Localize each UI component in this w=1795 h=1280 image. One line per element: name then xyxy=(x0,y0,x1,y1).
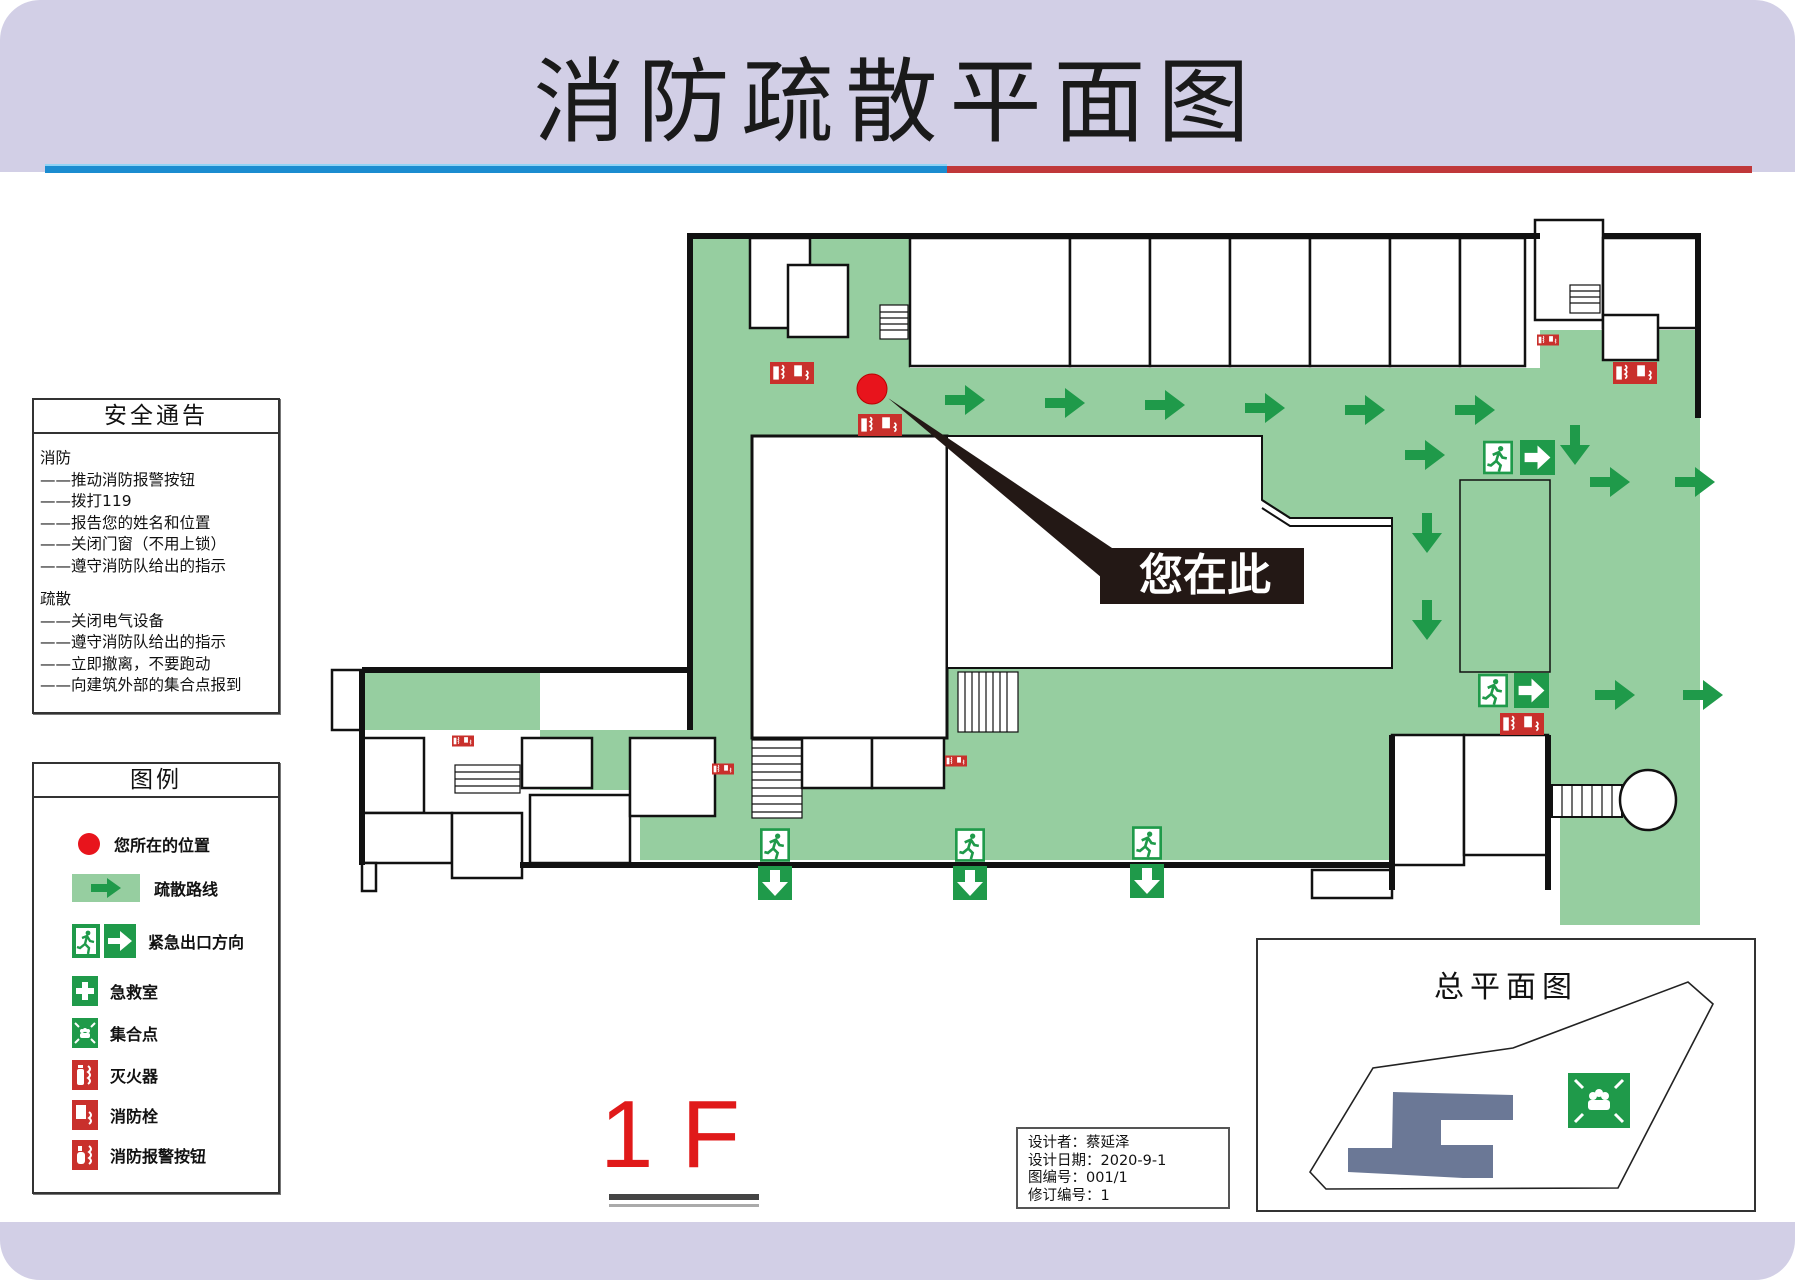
notice-line: ——立即撤离，不要跑动 xyxy=(40,654,211,673)
notice-line: ——拨打119 xyxy=(40,492,132,510)
assembly-point-icon xyxy=(72,1018,98,1048)
floor-underline xyxy=(609,1194,759,1200)
legend-label: 您所在的位置 xyxy=(114,836,211,855)
legend-item-extinguisher: 灭火器 xyxy=(72,1060,158,1090)
notice-line: ——报告您的姓名和位置 xyxy=(40,513,211,532)
site-plan-drawing xyxy=(1309,981,1714,1190)
fire-extinguisher-icon xyxy=(72,1060,98,1090)
safety-notice-panel: 安全通告 消防 ——推动消防报警按钮 ——拨打119 ——报告您的姓名和位置 —… xyxy=(32,398,280,714)
legend-item-hydrant: 消防栓 xyxy=(72,1100,158,1130)
page-title: 消防疏散平面图 xyxy=(533,49,1262,156)
legend-item-assembly: 集合点 xyxy=(72,1018,158,1048)
emergency-exit-icon xyxy=(72,924,100,958)
exit-arrow-icon xyxy=(104,924,136,958)
assembly-point-icon xyxy=(1568,1073,1630,1128)
fire-alarm-button-icon xyxy=(72,1140,98,1170)
design-info-box: 设计者：蔡延泽 设计日期：2020-9-1 图编号：001/1 修订编号：1 xyxy=(1016,1127,1230,1209)
notice-heading: 疏散 xyxy=(40,590,72,608)
legend-item-location: 您所在的位置 xyxy=(78,832,210,856)
notice-section-evacuation: 疏散 ——关闭电气设备 ——遵守消防队给出的指示 ——立即撤离，不要跑动 ——向… xyxy=(40,589,272,697)
notice-line: ——向建筑外部的集合点报到 xyxy=(40,676,242,694)
drawing-number: 图编号：001/1 xyxy=(1028,1170,1128,1186)
header-band: 消防疏散平面图 xyxy=(0,0,1795,173)
safety-notice-title: 安全通告 xyxy=(34,400,278,434)
notice-line: ——遵守消防队给出的指示 xyxy=(40,556,227,575)
lower-rooms xyxy=(330,668,1678,900)
site-plan-title: 总平面图 xyxy=(1434,970,1578,1005)
notice-line: ——遵守消防队给出的指示 xyxy=(40,633,227,651)
legend-label: 急救室 xyxy=(110,983,159,1002)
design-date: 设计日期：2020-9-1 xyxy=(1028,1152,1167,1169)
legend-item-exit: 紧急出口方向 xyxy=(72,924,244,958)
floor-label: 1F xyxy=(600,1081,769,1188)
legend-item-first-aid: 急救室 xyxy=(72,976,158,1006)
revision-number: 修订编号：1 xyxy=(1028,1187,1110,1204)
notice-heading: 消防 xyxy=(40,449,72,467)
legend-label: 集合点 xyxy=(110,1025,159,1044)
legend-label: 疏散路线 xyxy=(154,880,219,899)
exterior-walls xyxy=(359,233,1701,890)
legend-label: 消防报警按钮 xyxy=(110,1147,207,1166)
legend-title: 图例 xyxy=(34,764,278,798)
you-are-here-label: 您在此 xyxy=(1139,550,1271,601)
legend-label: 消防栓 xyxy=(110,1107,159,1126)
first-aid-icon xyxy=(72,976,98,1006)
notice-section-fire: 消防 ——推动消防报警按钮 ——拨打119 ——报告您的姓名和位置 ——关闭门窗… xyxy=(40,448,272,577)
legend-panel: 图例 您所在的位置 疏散路线 紧急出口方向 急救室 xyxy=(32,762,280,1194)
header-stripe-blue xyxy=(45,166,947,173)
top-rooms xyxy=(748,218,1700,368)
designer: 设计者：蔡延泽 xyxy=(1028,1135,1130,1151)
building-footprint xyxy=(1348,1092,1513,1178)
footer-band xyxy=(0,1222,1795,1280)
fire-hydrant-icon xyxy=(72,1100,98,1130)
site-plan-panel: 总平面图 xyxy=(1256,938,1756,1212)
header-stripe-red xyxy=(947,166,1752,173)
evacuation-route-arrow-icon xyxy=(72,874,140,902)
notice-line: ——关闭门窗（不用上锁） xyxy=(40,535,227,553)
red-dot-icon xyxy=(78,833,100,855)
legend-label: 灭火器 xyxy=(110,1067,159,1086)
legend-label: 紧急出口方向 xyxy=(148,933,245,952)
floor-underline-thin xyxy=(609,1204,759,1207)
you-are-here-marker xyxy=(856,373,1304,604)
notice-line: ——关闭电气设备 xyxy=(40,611,165,630)
legend-item-route: 疏散路线 xyxy=(72,874,218,902)
notice-line: ——推动消防报警按钮 xyxy=(40,470,196,489)
legend-item-alarm: 消防报警按钮 xyxy=(72,1140,206,1170)
